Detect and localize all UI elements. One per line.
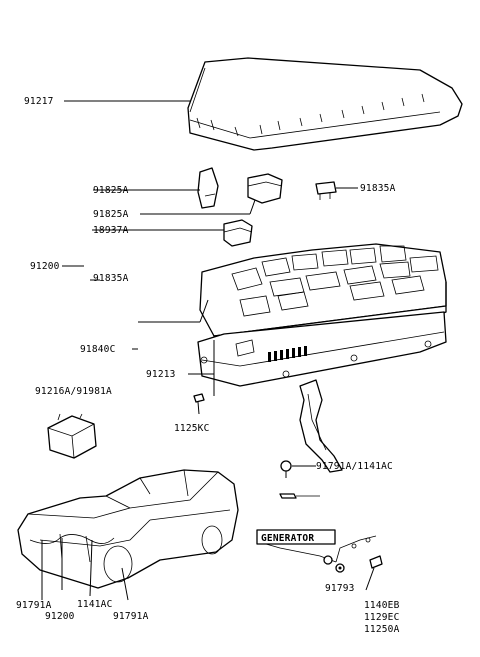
relay-left-part bbox=[197, 167, 219, 209]
label-gen-bolt-3: 11250A bbox=[364, 624, 400, 635]
label-wire: 91213 bbox=[146, 369, 176, 380]
label-gen-bolt-1: 1140EB bbox=[364, 600, 400, 611]
label-fuse-mid: 91835A bbox=[93, 273, 129, 284]
fuse-holder-part bbox=[223, 219, 253, 247]
generator-nut bbox=[335, 563, 345, 573]
cover-part bbox=[187, 57, 463, 151]
fuse-right-part bbox=[315, 181, 337, 200]
relay-mid-part bbox=[247, 173, 283, 204]
label-car-mid: 1141AC bbox=[77, 599, 113, 610]
label-fuse-right: 91835A bbox=[360, 183, 396, 194]
label-gen-bolt-2: 1129EC bbox=[364, 612, 400, 623]
generator-tag: GENERATOR bbox=[256, 529, 336, 545]
label-car-left2: 91200 bbox=[45, 611, 75, 622]
bolt-right-part bbox=[279, 460, 320, 499]
label-gen-nut: 91793 bbox=[325, 583, 355, 594]
generator-bolt bbox=[365, 555, 383, 591]
relay-module-part bbox=[47, 413, 97, 459]
label-bolt-bottom: 1125KC bbox=[174, 423, 210, 434]
label-cover: 91217 bbox=[24, 96, 54, 107]
label-fuse-holder: 18937A bbox=[93, 225, 129, 236]
label-bolt-right: 91791A/1141AC bbox=[316, 461, 393, 472]
label-box-main: 91200 bbox=[30, 261, 60, 272]
label-bracket: 91840C bbox=[80, 344, 116, 355]
label-relay-module: 91216A/91981A bbox=[35, 386, 112, 397]
label-generator: GENERATOR bbox=[261, 533, 314, 544]
generator-wire bbox=[265, 535, 377, 565]
bolt-bottom-part bbox=[193, 393, 205, 415]
label-car-left1: 91791A bbox=[16, 600, 52, 611]
junction-box-part bbox=[197, 243, 447, 473]
label-relay-mid: 91825A bbox=[93, 209, 129, 220]
label-relay-left: 91825A bbox=[93, 185, 129, 196]
car-illustration bbox=[17, 469, 239, 589]
label-car-right: 91791A bbox=[113, 611, 149, 622]
